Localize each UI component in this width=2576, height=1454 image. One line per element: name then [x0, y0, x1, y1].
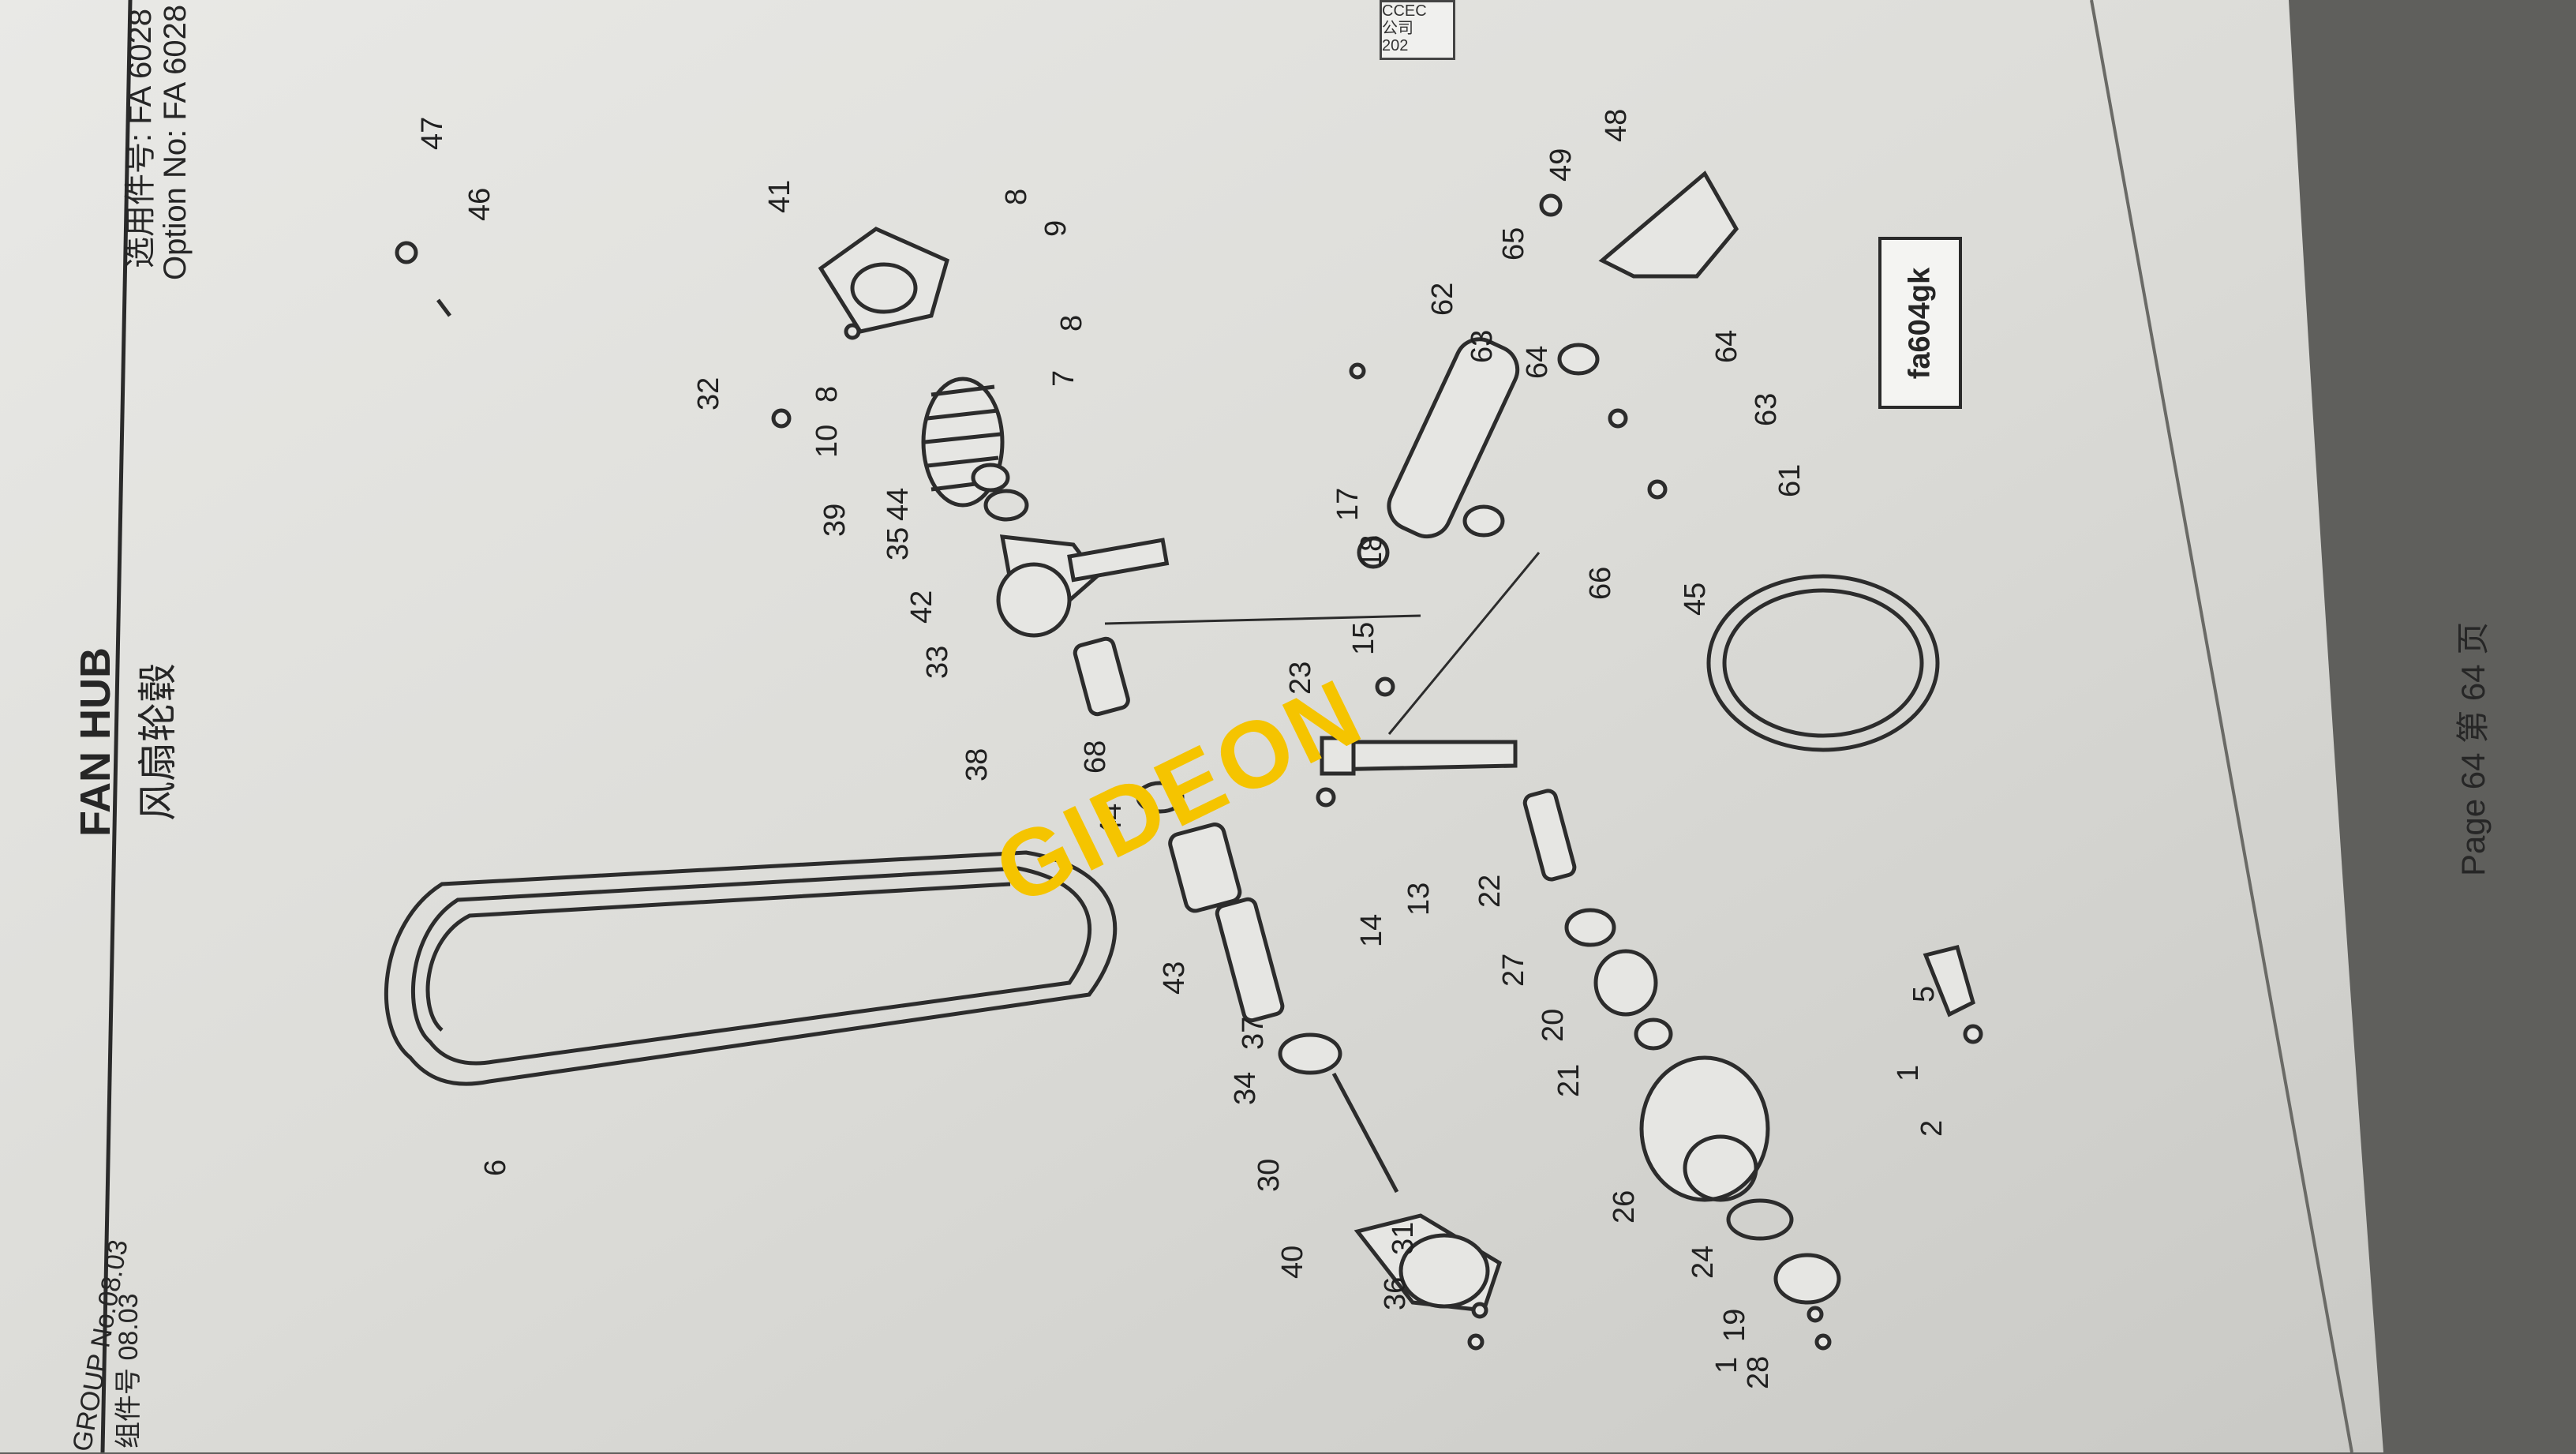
stamp-line: 公司 — [1382, 20, 1413, 37]
drive-belt — [384, 850, 1118, 1086]
part-callout-19: 19 — [1718, 1309, 1751, 1342]
part-callout-41: 41 — [763, 180, 796, 213]
part-callout-2: 2 — [1915, 1120, 1949, 1137]
stamp-line: CCEC — [1382, 2, 1427, 20]
part-callout-1: 1 — [1892, 1065, 1925, 1081]
part-callout-38: 38 — [960, 748, 994, 781]
part-callout-5: 5 — [1908, 986, 1941, 1002]
part-callout-35: 35 — [882, 527, 915, 560]
part-callout-33: 33 — [921, 646, 954, 679]
tensioner-bracket — [818, 227, 1170, 638]
part-callout-43: 43 — [1158, 961, 1191, 995]
part-callout-34: 34 — [1229, 1072, 1262, 1105]
part-callout-32: 32 — [692, 377, 725, 410]
part-callout-23: 23 — [1284, 661, 1317, 695]
part-callout-63: 63 — [1466, 330, 1499, 363]
figure-code-box: fa604gk — [1878, 237, 1962, 409]
part-callout-49: 49 — [1544, 148, 1578, 182]
part-callout-21: 21 — [1552, 1064, 1586, 1097]
part-callout-36: 36 — [1379, 1277, 1412, 1310]
part-callout-45: 45 — [1679, 583, 1712, 616]
part-callout-68: 68 — [1079, 740, 1112, 774]
pulley-ring — [1706, 574, 1940, 752]
part-callout-24: 24 — [1687, 1246, 1720, 1279]
part-callout-42: 42 — [905, 590, 938, 624]
part-callout-64: 64 — [1521, 346, 1554, 379]
pulley-stack — [1522, 789, 1841, 1305]
part-callout-64: 64 — [1710, 330, 1743, 363]
part-callout-14: 14 — [1355, 914, 1388, 947]
part-callout-10: 10 — [811, 425, 844, 458]
part-callout-6: 6 — [479, 1160, 512, 1176]
part-callout-27: 27 — [1497, 954, 1530, 987]
part-callout-7: 7 — [1047, 370, 1080, 387]
part-callout-9: 9 — [1039, 220, 1073, 237]
damper — [1387, 337, 1600, 539]
part-callout-20: 20 — [1537, 1009, 1570, 1042]
part-callout-31: 31 — [1387, 1222, 1420, 1255]
part-callout-22: 22 — [1473, 875, 1507, 908]
part-callout-8: 8 — [1055, 315, 1088, 332]
part-callout-61: 61 — [1773, 464, 1807, 497]
part-callout-18: 18 — [1355, 535, 1388, 568]
part-callout-30: 30 — [1252, 1159, 1286, 1192]
fasteners — [395, 193, 1983, 1351]
part-callout-40: 40 — [1276, 1246, 1309, 1279]
small-bracket — [1923, 944, 1975, 1017]
idler-shaft-assembly — [1073, 636, 1503, 1313]
mounting-bracket — [1598, 171, 1739, 279]
part-callout-44: 44 — [1095, 804, 1128, 837]
tensioner-arm — [1104, 552, 1541, 776]
part-callout-17: 17 — [1331, 488, 1365, 521]
part-callout-46: 46 — [463, 188, 496, 221]
part-callout-39: 39 — [818, 504, 852, 537]
part-callout-37: 37 — [1237, 1017, 1270, 1050]
part-callout-66: 66 — [1584, 567, 1617, 600]
part-callout-62: 62 — [1426, 283, 1459, 316]
part-callout-26: 26 — [1608, 1190, 1641, 1224]
stamp: CCEC 公司 202 — [1380, 0, 1455, 60]
part-callout-8: 8 — [811, 386, 844, 403]
part-callout-1: 1 — [1710, 1357, 1743, 1373]
part-callout-48: 48 — [1600, 109, 1633, 142]
part-callout-44: 44 — [882, 488, 915, 521]
part-callout-63: 63 — [1750, 393, 1783, 426]
part-callout-15: 15 — [1347, 622, 1380, 655]
stamp-line: 202 — [1382, 37, 1409, 54]
part-callout-65: 65 — [1497, 227, 1530, 260]
part-callout-47: 47 — [416, 117, 449, 150]
part-callout-8: 8 — [1000, 189, 1033, 205]
part-callout-13: 13 — [1402, 883, 1436, 916]
part-callout-28: 28 — [1742, 1356, 1775, 1389]
